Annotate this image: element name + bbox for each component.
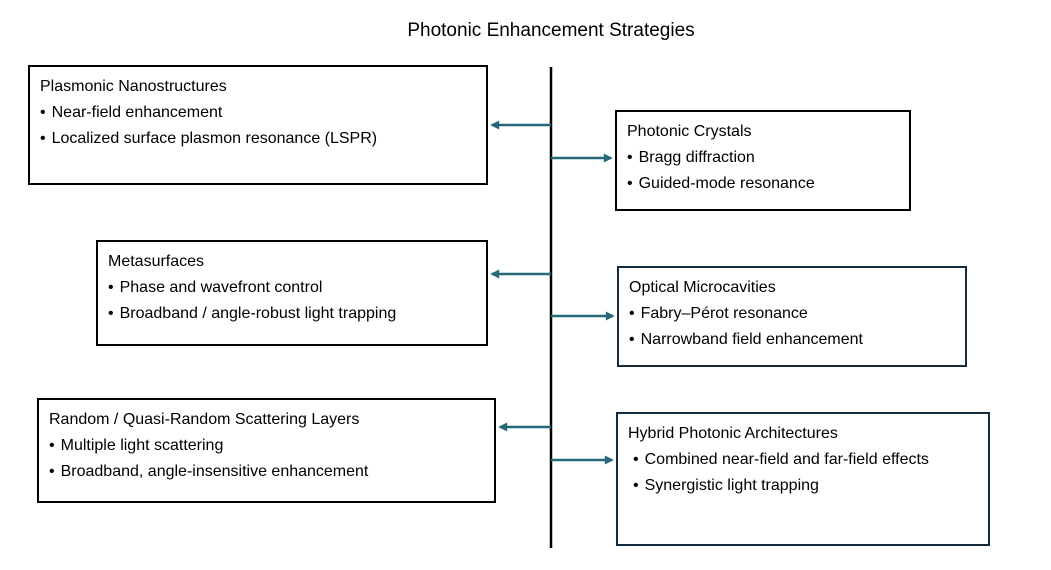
bullet-marker: • xyxy=(633,451,639,468)
box-title: Metasurfaces xyxy=(108,253,205,270)
box-plasmonic-nanostructures: Plasmonic Nanostructures • Near-field enh… xyxy=(28,65,488,185)
bullet-marker: • xyxy=(108,305,114,322)
diagram-title: Photonic Enhancement Strategies xyxy=(407,20,695,41)
bullet-text: Synergistic light trapping xyxy=(644,477,819,494)
bullet-item: • Synergistic light trapping xyxy=(628,473,938,499)
bullet-item: • Localized surface plasmon resonance (LS… xyxy=(40,126,476,152)
bullet-marker: • xyxy=(629,331,635,348)
bullet-text: Guided-mode resonance xyxy=(638,175,815,192)
box-random-scattering-layers: Random / Quasi-Random Scattering Layers … xyxy=(37,398,496,503)
bullet-item: • Broadband / angle-robust light trapping xyxy=(108,301,476,327)
bullet-item: • Combined near-field and far-field effec… xyxy=(628,447,938,473)
bullet-marker: • xyxy=(40,130,46,147)
box-hybrid-photonic-architectures: Hybrid Photonic Architectures • Combined … xyxy=(616,412,990,546)
box-title: Plasmonic Nanostructures xyxy=(40,78,227,95)
bullet-item: • Narrowband field enhancement xyxy=(629,327,955,353)
bullet-marker: • xyxy=(627,149,633,166)
bullet-marker: • xyxy=(49,463,55,480)
bullet-item: • Near-field enhancement xyxy=(40,100,476,126)
bullet-text: Broadband / angle-robust light trapping xyxy=(119,305,397,322)
bullet-text: Fabry–Pérot resonance xyxy=(640,305,808,322)
box-title: Hybrid Photonic Architectures xyxy=(628,425,838,442)
bullet-item: • Phase and wavefront control xyxy=(108,275,476,301)
bullet-item: • Guided-mode resonance xyxy=(627,171,899,197)
box-title: Random / Quasi-Random Scattering Layers xyxy=(49,411,360,428)
box-optical-microcavities: Optical Microcavities • Fabry–Pérot reson… xyxy=(617,266,967,367)
bullet-text: Combined near-field and far-field effect… xyxy=(644,451,929,468)
bullet-marker: • xyxy=(40,104,46,121)
bullet-marker: • xyxy=(633,477,639,494)
bullet-marker: • xyxy=(627,175,633,192)
bullet-item: • Multiple light scattering xyxy=(49,433,484,459)
bullet-text: Narrowband field enhancement xyxy=(640,331,863,348)
box-title: Photonic Crystals xyxy=(627,123,752,140)
bullet-text: Near-field enhancement xyxy=(51,104,223,121)
box-photonic-crystals: Photonic Crystals • Bragg diffraction • Gu… xyxy=(615,110,911,211)
bullet-item: • Fabry–Pérot resonance xyxy=(629,301,955,327)
box-metasurfaces: Metasurfaces • Phase and wavefront contro… xyxy=(96,240,488,346)
bullet-text: Phase and wavefront control xyxy=(119,279,323,296)
bullet-marker: • xyxy=(629,305,635,322)
bullet-text: Broadband, angle-insensitive enhancement xyxy=(60,463,369,480)
bullet-text: Multiple light scattering xyxy=(60,437,224,454)
box-title: Optical Microcavities xyxy=(629,279,776,296)
bullet-marker: • xyxy=(108,279,114,296)
bullet-item: • Bragg diffraction xyxy=(627,145,899,171)
bullet-text: Localized surface plasmon resonance (LSP… xyxy=(51,130,378,147)
bullet-marker: • xyxy=(49,437,55,454)
bullet-text: Bragg diffraction xyxy=(638,149,755,166)
bullet-item: • Broadband, angle-insensitive enhancemen… xyxy=(49,459,484,485)
